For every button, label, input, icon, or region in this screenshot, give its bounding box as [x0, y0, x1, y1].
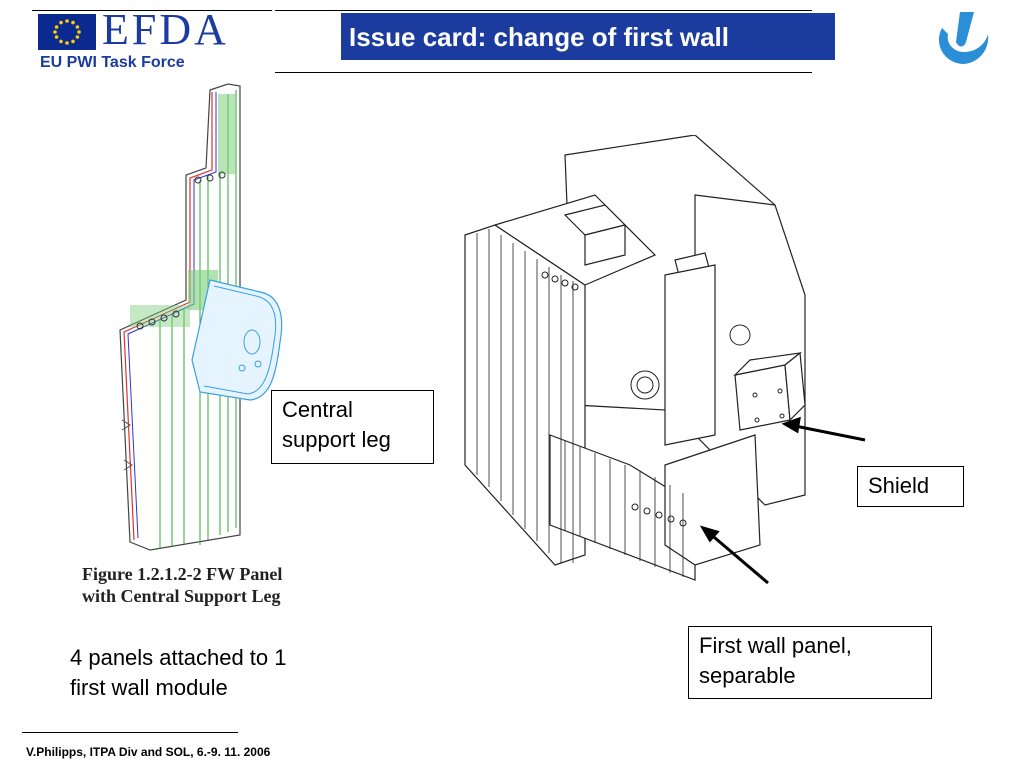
central-support-leg-label: Central support leg — [271, 390, 434, 464]
header-rule-top — [275, 10, 812, 11]
task-force-label: EU PWI Task Force — [40, 54, 185, 71]
central-label-line2: support leg — [282, 427, 391, 452]
central-label-line1: Central — [282, 397, 353, 422]
page-title: Issue card: change of first wall — [349, 22, 729, 52]
figure-caption-line1: Figure 1.2.1.2-2 FW Panel — [82, 564, 283, 584]
title-banner: Issue card: change of first wall — [341, 13, 835, 60]
efda-wordmark: EFDA — [102, 5, 229, 54]
panels-description-line1: 4 panels attached to 1 — [70, 645, 287, 670]
efda-logo: EFDA EU PWI Task Force — [36, 8, 276, 78]
header-rule-bottom — [275, 72, 812, 73]
panels-description-line2: first wall module — [70, 675, 228, 700]
figure-caption: Figure 1.2.1.2-2 FW Panel with Central S… — [82, 563, 282, 607]
footer-rule — [22, 732, 238, 733]
eu-flag-icon — [38, 14, 96, 50]
shield-label: Shield — [857, 466, 964, 507]
header-rule-left — [32, 10, 272, 11]
footer-citation: V.Philipps, ITPA Div and SOL, 6.-9. 11. … — [26, 745, 271, 759]
fw-panel-drawing — [100, 80, 300, 560]
first-wall-panel-label: First wall panel, separable — [688, 626, 932, 699]
first-wall-label-line1: First wall panel, — [699, 633, 852, 658]
shield-label-text: Shield — [868, 473, 930, 498]
first-wall-label-line2: separable — [699, 663, 796, 688]
blanket-module-drawing — [455, 134, 875, 595]
institute-logo-icon — [930, 8, 994, 72]
figure-caption-line2: with Central Support Leg — [82, 586, 281, 606]
panels-description: 4 panels attached to 1 first wall module — [70, 643, 287, 703]
